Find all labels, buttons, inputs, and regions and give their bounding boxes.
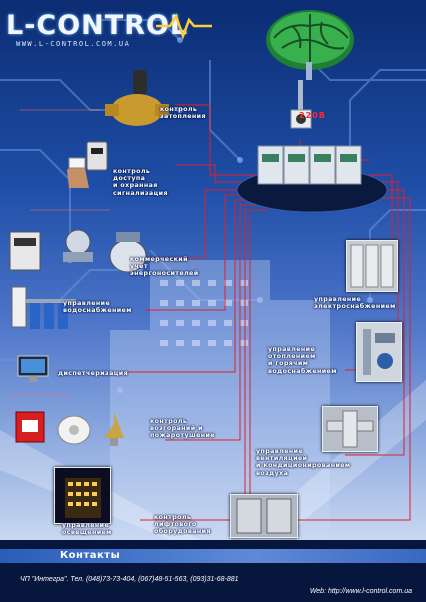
switch-icon: [290, 80, 312, 129]
flood-valve-icon: [105, 70, 169, 126]
power-panel-photo: [346, 240, 398, 292]
label-power-supply: управление электроснабжением: [314, 296, 396, 310]
label-line: управление: [256, 448, 304, 455]
water-pumps-icon: [11, 286, 76, 329]
label-line: диспетчеризация: [58, 370, 129, 377]
voltage-label: 220В: [299, 111, 326, 120]
label-line: водоснабжением: [268, 367, 337, 375]
label-line: затопления: [160, 113, 206, 121]
label-line: управление: [268, 346, 316, 353]
label-flood-control: контроль затопления: [160, 106, 206, 120]
label-line: отоплением: [268, 353, 316, 361]
label-line: возгораний и: [150, 425, 203, 433]
label-line: электроснабжением: [314, 303, 396, 311]
label-line: контроль: [154, 514, 192, 521]
heating-photo: [356, 322, 402, 382]
label-line: и охранная: [113, 182, 158, 190]
label-line: энергоносителей: [130, 270, 199, 278]
label-line: и кондиционированием: [256, 462, 351, 470]
label-heating: управление отоплением и горячим водоснаб…: [268, 346, 337, 375]
label-fire-control: контроль возгораний и пожаротушение: [150, 418, 215, 440]
contact-website-link[interactable]: Web: http://www.l-control.com.ua: [309, 588, 412, 595]
label-line: вентиляцией: [256, 455, 308, 463]
label-line: доступа: [113, 175, 146, 183]
label-metering: коммерческий учёт энергоносителей: [130, 256, 199, 278]
label-line: контроль: [113, 168, 151, 175]
label-line: коммерческий: [130, 256, 188, 263]
label-line: пожаротушение: [150, 432, 215, 440]
fire-devices-icon: [15, 411, 124, 446]
label-line: управление: [62, 522, 110, 529]
logo-url: WWW.L-CONTROL.COM.UA: [16, 40, 131, 48]
label-line: освещением: [62, 529, 112, 537]
contacts-title: Контакты: [60, 550, 121, 561]
logo: L-CONTROL WWW.L-CONTROL.COM.UA: [6, 10, 212, 50]
label-line: водоснабжением: [63, 307, 132, 315]
label-line: управление: [314, 296, 362, 303]
brain-icon: [266, 10, 354, 80]
label-line: контроль: [160, 106, 198, 113]
monitor-icon: [17, 355, 49, 382]
label-line: сигнализация: [113, 189, 168, 197]
lighting-photo: [54, 467, 111, 524]
label-line: учёт: [130, 263, 148, 271]
access-card-icon: [67, 141, 108, 188]
label-water-supply: управление водоснабжением: [63, 300, 132, 314]
elevator-photo: [230, 494, 298, 538]
contacts-title-bar: Контакты: [0, 549, 426, 563]
label-line: оборудования: [154, 528, 211, 536]
label-line: управление: [63, 300, 111, 307]
label-line: воздуха: [256, 469, 289, 477]
label-line: и горячим: [268, 360, 309, 368]
label-dispatching: диспетчеризация: [58, 370, 128, 377]
label-elevator: контроль лифтового оборудования: [154, 514, 211, 536]
ventilation-photo: [322, 406, 378, 452]
label-line: контроль: [150, 418, 188, 425]
meters-icon: [9, 229, 147, 273]
waveform-icon: [156, 13, 212, 40]
label-line: лифтового: [154, 521, 197, 529]
contact-phones: ЧП "Интегра". Тел. (048)73-73-404, (067)…: [20, 576, 239, 583]
label-lighting: управление освещением: [62, 522, 112, 536]
label-access-control: контроль доступа и охранная сигнализация: [113, 168, 168, 197]
controller-platform: [236, 145, 388, 213]
label-ventilation: управление вентиляцией и кондиционирован…: [256, 448, 350, 477]
